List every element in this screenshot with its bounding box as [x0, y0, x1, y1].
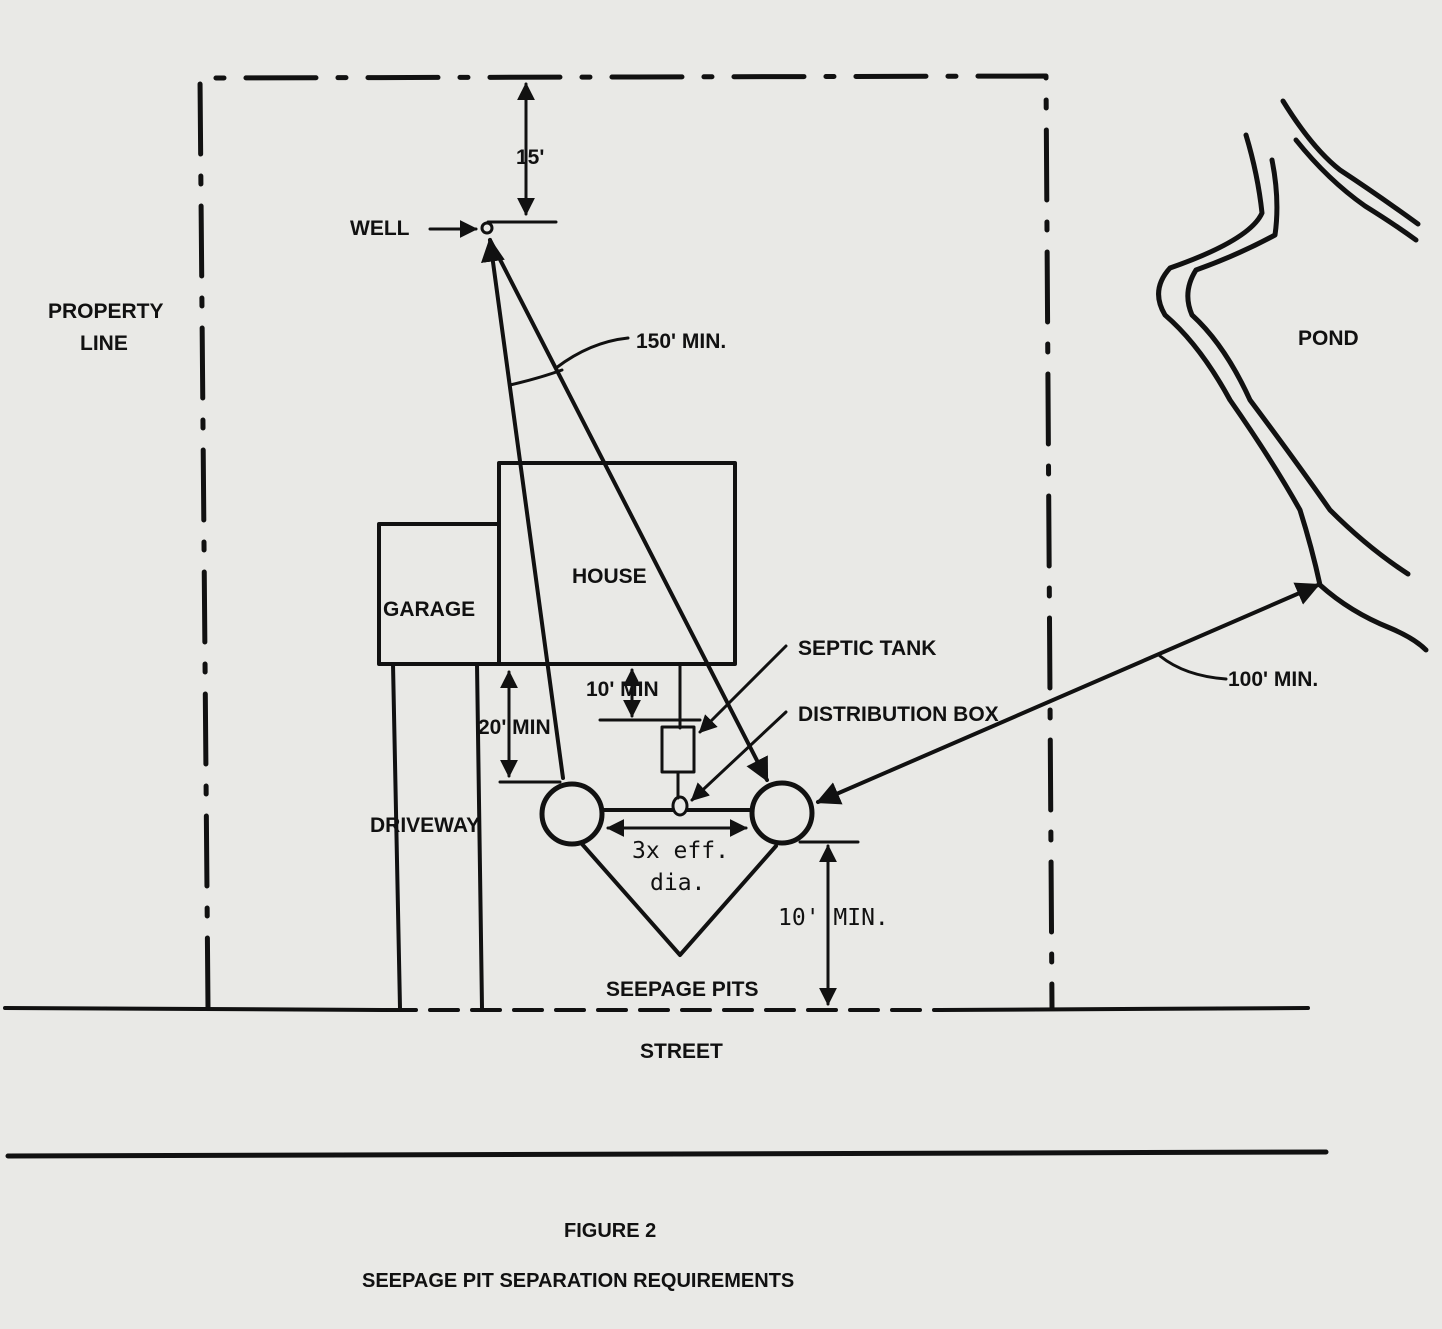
eff-dia-label-1: 3x eff. — [632, 838, 729, 864]
well-to-pits-lines — [481, 237, 769, 783]
driveway-label: DRIVEWAY — [370, 814, 480, 837]
property-line-label-2: LINE — [80, 332, 128, 355]
pond-distance-line — [815, 582, 1321, 805]
street-line — [3, 1006, 1310, 1012]
min-150-label: 150' MIN. — [636, 330, 726, 353]
distribution-box — [671, 710, 788, 817]
pond-label: POND — [1298, 327, 1359, 350]
min-20-label: 20' MIN — [478, 716, 551, 739]
figure-title: SEEPAGE PIT SEPARATION REQUIREMENTS — [362, 1270, 794, 1292]
eff-dia-label-2: dia. — [650, 870, 705, 896]
garage-label: GARAGE — [383, 598, 475, 621]
property-line — [197, 73, 1055, 1011]
bottom-rule — [5, 1149, 1329, 1159]
street-label: STREET — [640, 1040, 723, 1063]
garage-outline — [377, 522, 501, 666]
driveway-lines — [391, 662, 484, 1010]
well-label: WELL — [350, 217, 410, 240]
min-20-dimension — [498, 670, 562, 784]
pond-shoreline — [1156, 98, 1429, 653]
min-10-street-dimension — [798, 840, 860, 1006]
seepage-pits-label: SEEPAGE PITS — [606, 978, 759, 1001]
property-line-label-1: PROPERTY — [48, 300, 164, 323]
well-symbol — [428, 220, 494, 238]
min-100-label: 100' MIN. — [1228, 668, 1318, 691]
septic-tank — [660, 644, 788, 800]
setback-15-dimension — [486, 82, 558, 224]
house-label: HOUSE — [572, 565, 647, 588]
min-10-street-label: 10' MIN. — [778, 905, 889, 931]
min-10-house-dimension — [598, 662, 702, 730]
septic-tank-label: SEPTIC TANK — [798, 637, 936, 660]
setback-15-label: 15' — [516, 146, 544, 169]
distribution-box-label: DISTRIBUTION BOX — [798, 703, 999, 726]
seepage-pits — [539, 780, 815, 957]
min-10-house-label: 10' MIN — [586, 678, 659, 701]
figure-number: FIGURE 2 — [564, 1220, 656, 1242]
